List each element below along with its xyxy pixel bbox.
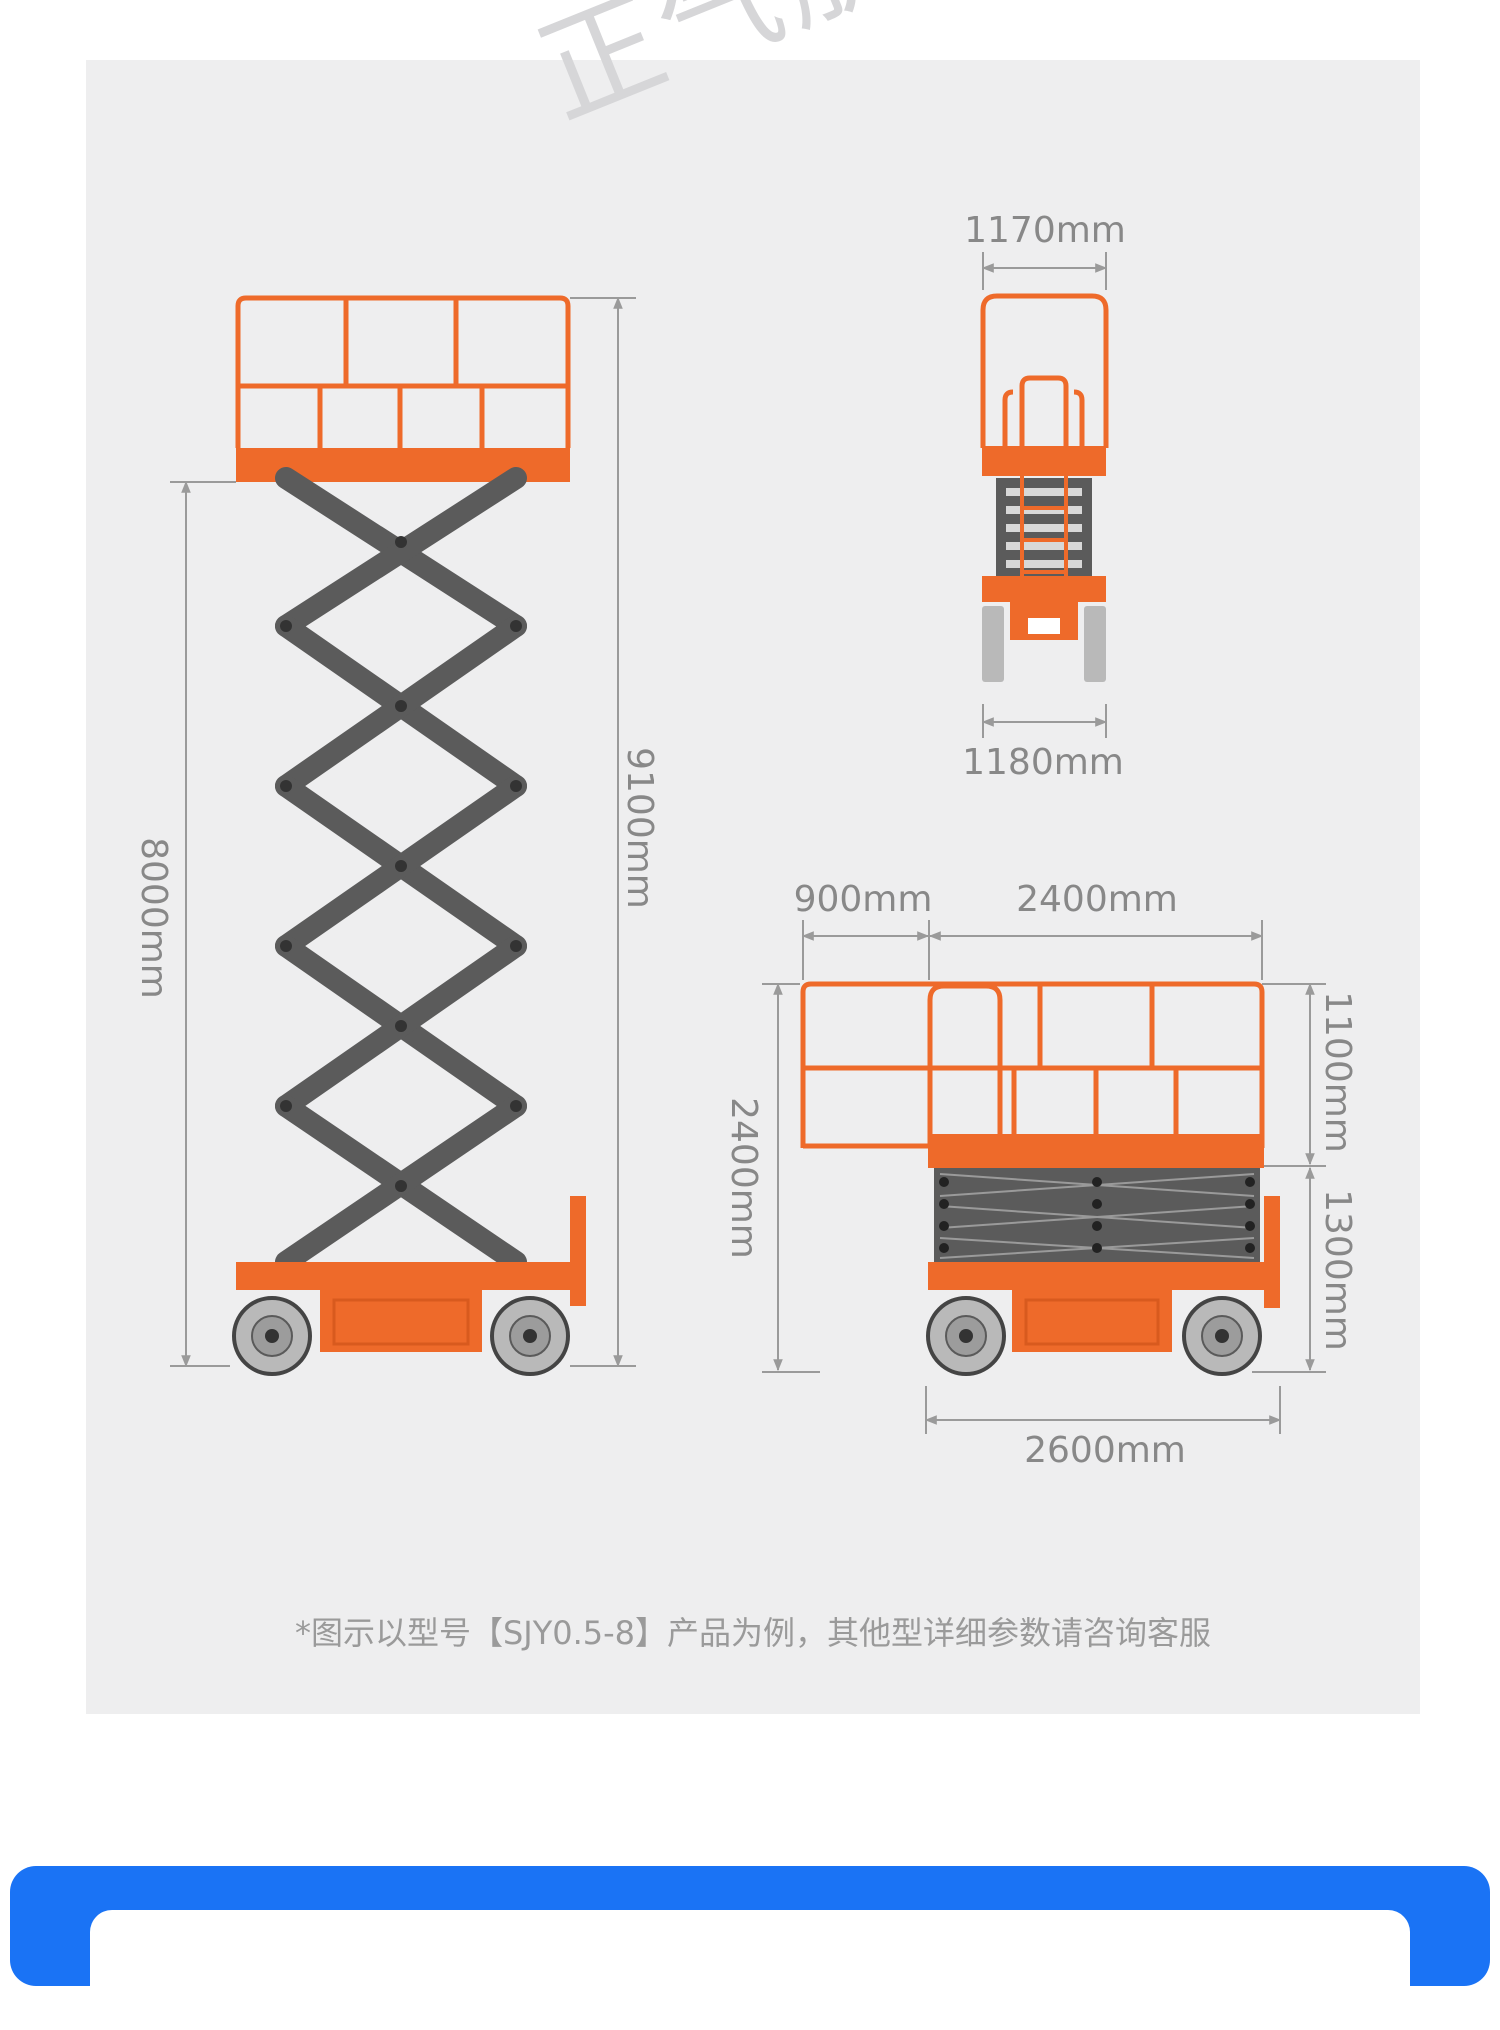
diagram-panel bbox=[86, 60, 1420, 1714]
front-base bbox=[982, 576, 1106, 602]
side-rear-post bbox=[570, 1196, 586, 1306]
scissor-lift-diagram: 8000mm 9100mm bbox=[133, 210, 1358, 1471]
stowed-scissor-stack bbox=[934, 1168, 1260, 1264]
side-guardrail bbox=[235, 295, 571, 448]
front-base-slot bbox=[1028, 618, 1060, 634]
front-scissor-stack bbox=[996, 478, 1092, 578]
side-base-top bbox=[236, 1262, 570, 1290]
bottom-banner bbox=[10, 1866, 1490, 2030]
side-rear-wheel bbox=[490, 1296, 570, 1376]
stowed-front-wheel bbox=[926, 1296, 1006, 1376]
side-scissor-pins bbox=[280, 536, 522, 1192]
bottom-banner-card bbox=[90, 1910, 1410, 2030]
front-left-wheel bbox=[982, 606, 1004, 682]
stowed-rear-wheel bbox=[1182, 1296, 1262, 1376]
front-platform-deck bbox=[982, 446, 1106, 476]
side-view-extended: 8000mm 9100mm bbox=[133, 295, 660, 1376]
stowed-base-top bbox=[928, 1262, 1264, 1290]
stowed-platform-deck bbox=[928, 1134, 1264, 1168]
front-right-wheel bbox=[1084, 606, 1106, 682]
label-9100: 9100mm bbox=[619, 747, 660, 909]
stowed-rear-post bbox=[1264, 1196, 1280, 1308]
stowed-guardrail bbox=[800, 981, 1265, 1149]
side-base-panel bbox=[332, 1298, 470, 1346]
stowed-base-panel bbox=[1024, 1298, 1160, 1346]
caption-note: *图示以型号【SJY0.5-8】产品为例，其他型详细参数请咨询客服 bbox=[294, 1614, 1212, 1652]
label-2600: 2600mm bbox=[1024, 1430, 1186, 1471]
label-2400-horizontal: 2400mm bbox=[1016, 879, 1178, 920]
side-front-wheel bbox=[232, 1296, 312, 1376]
front-view: 1170mm 1180mm bbox=[962, 210, 1126, 783]
label-8000: 8000mm bbox=[133, 837, 174, 999]
label-1180: 1180mm bbox=[962, 742, 1124, 783]
label-1170: 1170mm bbox=[964, 210, 1126, 251]
label-2400-vertical: 2400mm bbox=[723, 1097, 764, 1259]
front-guardrail bbox=[980, 293, 1109, 448]
stowed-view: 900mm 2400mm 2400mm 1100mm 1300mm 2600mm bbox=[723, 879, 1358, 1471]
label-1100: 1100mm bbox=[1317, 991, 1358, 1153]
label-1300: 1300mm bbox=[1317, 1189, 1358, 1351]
label-900: 900mm bbox=[794, 879, 933, 920]
